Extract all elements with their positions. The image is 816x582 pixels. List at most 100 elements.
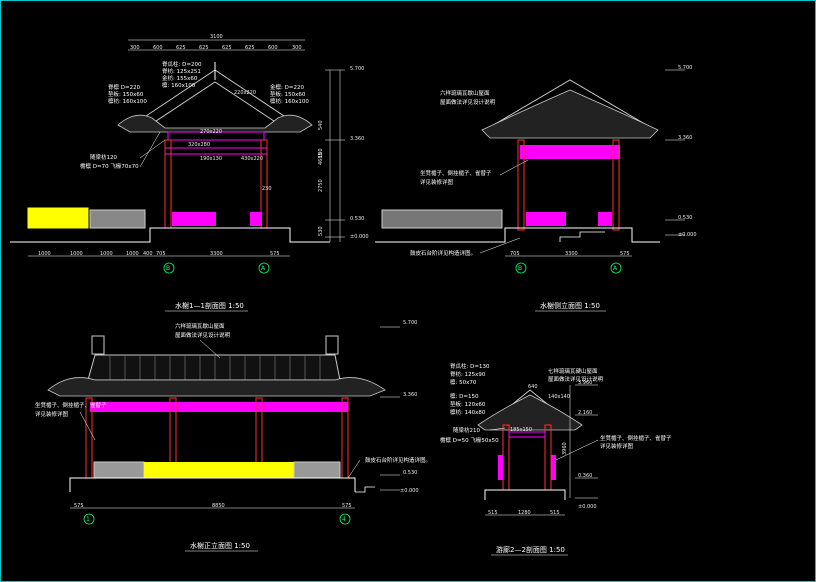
member-label: 320x280 xyxy=(188,142,210,148)
note: 详见装修详图 xyxy=(600,442,634,450)
roof-eaves xyxy=(481,89,659,139)
note: 垫板: 150x60 xyxy=(108,90,144,98)
axis-label: 1 xyxy=(86,516,90,523)
note: 檩枋: 160x100 xyxy=(270,97,309,105)
level-label: 0.360 xyxy=(578,473,592,479)
bottom-dim: 400 xyxy=(143,251,153,257)
bottom-dim: 515 xyxy=(488,510,498,516)
note: 坐凳楣子、倒挂楣子、雀替子 xyxy=(600,434,672,442)
bottom-dim: 1000 xyxy=(38,251,51,257)
bottom-dim: 575 xyxy=(270,251,280,257)
member-label: 430x220 xyxy=(241,156,263,162)
drawing-title: 游廊2—2剖面图 1:50 xyxy=(496,545,565,554)
beam xyxy=(508,431,546,438)
top-dim: 300 xyxy=(292,45,302,51)
steps xyxy=(355,486,375,493)
note: 坐凳楣子、倒挂楣子、雀替子 xyxy=(35,401,107,409)
beam xyxy=(167,131,265,141)
bench-magenta xyxy=(250,212,262,226)
top-dim: 625 xyxy=(245,45,255,51)
note: 金檩: D=220 xyxy=(270,83,304,91)
note: 六样琉璃瓦歇山屋面 xyxy=(175,322,225,330)
bottom-dim: 1000 xyxy=(100,251,113,257)
platform xyxy=(375,227,660,243)
note: 脊瓜柱: D=200 xyxy=(162,60,202,68)
level-label: 3.360 xyxy=(403,392,417,398)
bench-magenta xyxy=(598,212,612,226)
right-notes: 金檩: D=220 垫板: 150x60 檩枋: 160x100 xyxy=(270,83,309,105)
platform xyxy=(69,477,356,492)
beam-magenta xyxy=(90,402,348,412)
note: 檩枋: 160x100 xyxy=(108,97,147,105)
vertical-dim: 180 xyxy=(318,148,324,158)
level-label: 5.700 xyxy=(678,65,692,71)
note: 檐檩 D=70 飞椽70x70 xyxy=(80,162,139,170)
note: 檩: 160x100 xyxy=(162,81,196,89)
bottom-dim: 1280 xyxy=(518,510,531,516)
overall-dimension: 3100 xyxy=(210,34,223,40)
left-notes: 脊檩 D=220 垫板: 150x60 檩枋: 160x100 xyxy=(108,83,147,105)
level-marks: 5.700 3.360 0.530 ±0.000 xyxy=(665,65,697,238)
bottom-dim: 3300 xyxy=(210,251,223,257)
bottom-dimension-chain: 1000 1000 1000 1000 400 705 3300 575 xyxy=(38,251,280,257)
note: 檩: D=150 xyxy=(450,392,479,400)
vertical-dim: 530 xyxy=(318,226,324,236)
bench-magenta xyxy=(526,212,566,226)
note: 详见装修详图 xyxy=(35,410,69,418)
beam-magenta xyxy=(520,145,620,159)
bench-magenta xyxy=(172,212,216,226)
bottom-dim: 515 xyxy=(550,510,560,516)
top-dimension-chain: 300 600 625 625 625 625 600 300 xyxy=(130,45,302,51)
level-label: ±0.000 xyxy=(578,504,597,510)
level-label: ±0.000 xyxy=(400,488,419,494)
note: 垫板: 150x60 xyxy=(270,90,306,98)
platform xyxy=(484,489,566,500)
ridge-ornament-right xyxy=(325,335,339,355)
vertical-dimensions: 4685 2750 530 180 540 xyxy=(318,70,341,242)
bench-magenta xyxy=(498,455,503,480)
ridge-ornament-left xyxy=(91,335,105,355)
level-marks: 5.700 3.360 0.530 ±0.000 xyxy=(325,66,369,240)
roof-body xyxy=(87,354,341,381)
top-dim: 625 xyxy=(199,45,209,51)
bottom-dim: 3300 xyxy=(565,251,578,257)
bottom-dim: 705 xyxy=(156,251,166,257)
vertical-dim: 2750 xyxy=(318,179,324,192)
member-label: 230 xyxy=(262,186,272,192)
note: 六样琉璃瓦歇山屋面 xyxy=(440,89,490,97)
note: 屋面做法详见设计说明 xyxy=(440,98,496,106)
note: 屋面做法详见设计说明 xyxy=(548,375,604,383)
level-label: 0.530 xyxy=(678,215,692,221)
platform xyxy=(10,227,330,243)
note: 详见装修详图 xyxy=(420,178,454,186)
note: 七样琉璃瓦硬山屋面 xyxy=(548,367,598,375)
level-label: 2.160 xyxy=(578,410,592,416)
note: 檩: 50x70 xyxy=(450,378,477,386)
vertical-dim: 540 xyxy=(318,120,324,130)
bottom-dim: 8850 xyxy=(212,503,225,509)
railing-gray xyxy=(293,461,341,479)
note: 鼓皮石台阶详见构造详图。 xyxy=(410,249,476,257)
section-1-1-drawing: 3100 300 600 625 625 625 625 600 300 220… xyxy=(10,34,369,312)
side-elevation-drawing: 六样琉璃瓦歇山屋面 屋面做法详见设计说明 坐凳楣子、倒挂楣子、雀替子 详见装修详… xyxy=(375,65,697,312)
level-marks: 5.700 3.360 0.530 ±0.000 xyxy=(380,320,419,494)
axis-label: B xyxy=(166,265,170,272)
railing-gray xyxy=(89,209,146,229)
level-label: 3.960 xyxy=(578,380,592,386)
bottom-dim: 575 xyxy=(74,503,84,509)
drawing-title: 水榭侧立面图 1:50 xyxy=(540,301,600,310)
member-label: 185x150 xyxy=(510,427,532,433)
railing-gray xyxy=(381,209,503,229)
roof-eaves xyxy=(117,114,313,133)
level-label: ±0.000 xyxy=(350,234,369,240)
vertical-dim: 3960 xyxy=(562,442,568,455)
bottom-dim: 1000 xyxy=(126,251,139,257)
top-dim: 300 xyxy=(130,45,140,51)
member-label: 140x140 xyxy=(548,394,570,400)
roof-eaves xyxy=(477,394,583,431)
top-dim: 625 xyxy=(222,45,232,51)
drawing-title: 水榭1—1剖面图 1:50 xyxy=(175,301,244,310)
top-dim: 600 xyxy=(153,45,163,51)
